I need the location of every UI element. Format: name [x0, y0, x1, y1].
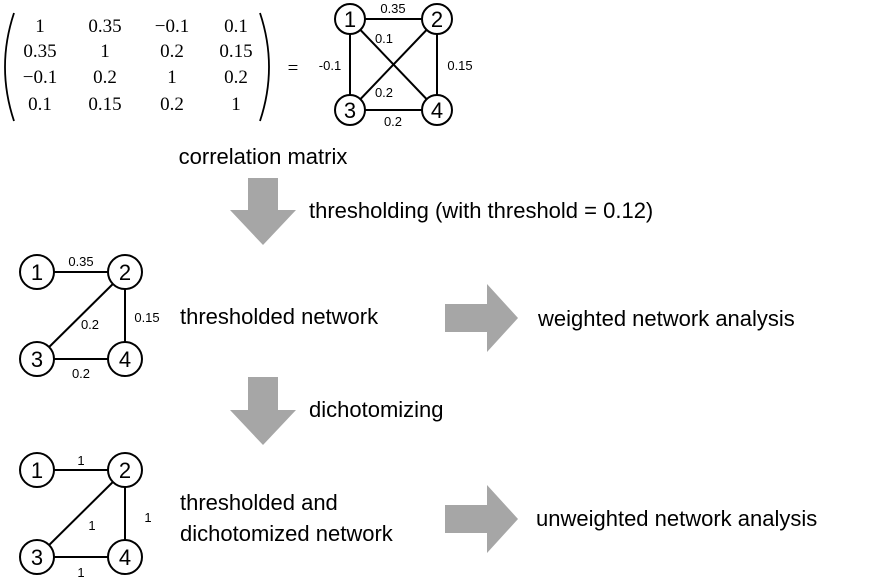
thresholded-and-caption: thresholded and: [180, 490, 338, 515]
dichotomizing-down-arrow: [230, 377, 296, 445]
node-2-circle: [421, 3, 453, 35]
correlation-matrix-caption: correlation matrix: [179, 144, 348, 169]
matrix-cell-r2c1: 0.35: [23, 41, 56, 62]
edge-weight-2-4: 0.15: [134, 310, 159, 325]
matrix-cell-r3c2: 0.2: [93, 67, 117, 88]
edge-weight-2-4: 1: [144, 510, 151, 525]
node-3-circle: [19, 341, 55, 377]
matrix-right-paren: [259, 12, 270, 122]
equals-sign: =: [288, 58, 299, 79]
thresholded-network-caption: thresholded network: [180, 304, 379, 329]
node-1-circle: [19, 452, 55, 488]
node-3-label: 3: [344, 98, 356, 123]
matrix-cell-r3c3: 1: [167, 67, 177, 88]
matrix-cell-r4c1: 0.1: [28, 94, 52, 115]
node-3-circle: [334, 94, 366, 126]
edge-2-3: [36, 271, 126, 360]
node-3-label: 3: [31, 545, 43, 570]
node-4-circle: [107, 341, 143, 377]
matrix-cell-r2c4: 0.15: [219, 41, 252, 62]
node-4-circle: [107, 539, 143, 575]
matrix-cell-r3c1: −0.1: [23, 67, 57, 88]
weighted-analysis-label: weighted network analysis: [537, 306, 795, 331]
node-2-label: 2: [119, 260, 131, 285]
matrix-cell-r4c2: 0.15: [88, 94, 121, 115]
weighted-right-arrow: [445, 284, 518, 352]
edge-weight-1-4: 0.1: [375, 31, 393, 46]
unweighted-analysis-label: unweighted network analysis: [536, 506, 817, 531]
matrix-cell-r1c1: 1: [35, 16, 45, 37]
dichotomized-network: 1 1 1 1 1 2 3 4: [19, 452, 152, 580]
edge-weight-1-3: -0.1: [319, 58, 341, 73]
matrix-cell-r2c2: 1: [100, 41, 110, 62]
node-4-label: 4: [119, 545, 131, 570]
unweighted-right-arrow: [445, 485, 518, 553]
node-2-label: 2: [119, 458, 131, 483]
correlation-matrix: 1 0.35 −0.1 0.1 0.35 1 0.2 0.15 −0.1 0.2…: [4, 12, 270, 122]
matrix-cell-r3c4: 0.2: [224, 67, 248, 88]
dichotomizing-label: dichotomizing: [309, 397, 444, 422]
node-4-circle: [421, 94, 453, 126]
matrix-cell-r1c3: −0.1: [155, 16, 189, 37]
matrix-cell-r1c2: 0.35: [88, 16, 121, 37]
thresholding-label: thresholding (with threshold = 0.12): [309, 198, 653, 223]
node-1-label: 1: [31, 458, 43, 483]
edge-weight-1-2: 1: [77, 453, 84, 468]
node-1-circle: [19, 254, 55, 290]
matrix-cell-r2c3: 0.2: [160, 41, 184, 62]
node-1-label: 1: [31, 260, 43, 285]
edge-weight-3-4: 0.2: [72, 366, 90, 381]
thresholding-down-arrow: [230, 178, 296, 245]
dichotomized-network-caption: dichotomized network: [180, 521, 394, 546]
edge-weight-2-3: 0.2: [375, 85, 393, 100]
edge-weight-3-4: 0.2: [384, 114, 402, 129]
edge-weight-2-3: 0.2: [81, 317, 99, 332]
node-4-label: 4: [119, 347, 131, 372]
matrix-cell-r4c3: 0.2: [160, 94, 184, 115]
node-4-label: 4: [431, 98, 443, 123]
edge-weight-2-3: 1: [88, 518, 95, 533]
node-2-label: 2: [431, 7, 443, 32]
thresholded-network: 0.35 0.2 0.15 0.2 1 2 3 4: [19, 254, 160, 381]
matrix-left-paren: [4, 12, 15, 122]
node-1-label: 1: [344, 7, 356, 32]
node-2-circle: [107, 452, 143, 488]
edge-weight-1-2: 0.35: [68, 254, 93, 269]
node-2-circle: [107, 254, 143, 290]
node-3-label: 3: [31, 347, 43, 372]
matrix-cell-r1c4: 0.1: [224, 16, 248, 37]
node-1-circle: [334, 3, 366, 35]
node-3-circle: [19, 539, 55, 575]
edge-2-3: [349, 18, 438, 111]
matrix-cell-r4c4: 1: [231, 94, 241, 115]
edge-weight-2-4: 0.15: [447, 58, 472, 73]
edge-weight-3-4: 1: [77, 565, 84, 580]
edge-2-3: [36, 469, 126, 558]
edge-weight-1-2: 0.35: [380, 1, 405, 16]
correlation-network: 0.35 -0.1 0.1 0.2 0.15 0.2 1 2 3 4: [319, 1, 473, 129]
